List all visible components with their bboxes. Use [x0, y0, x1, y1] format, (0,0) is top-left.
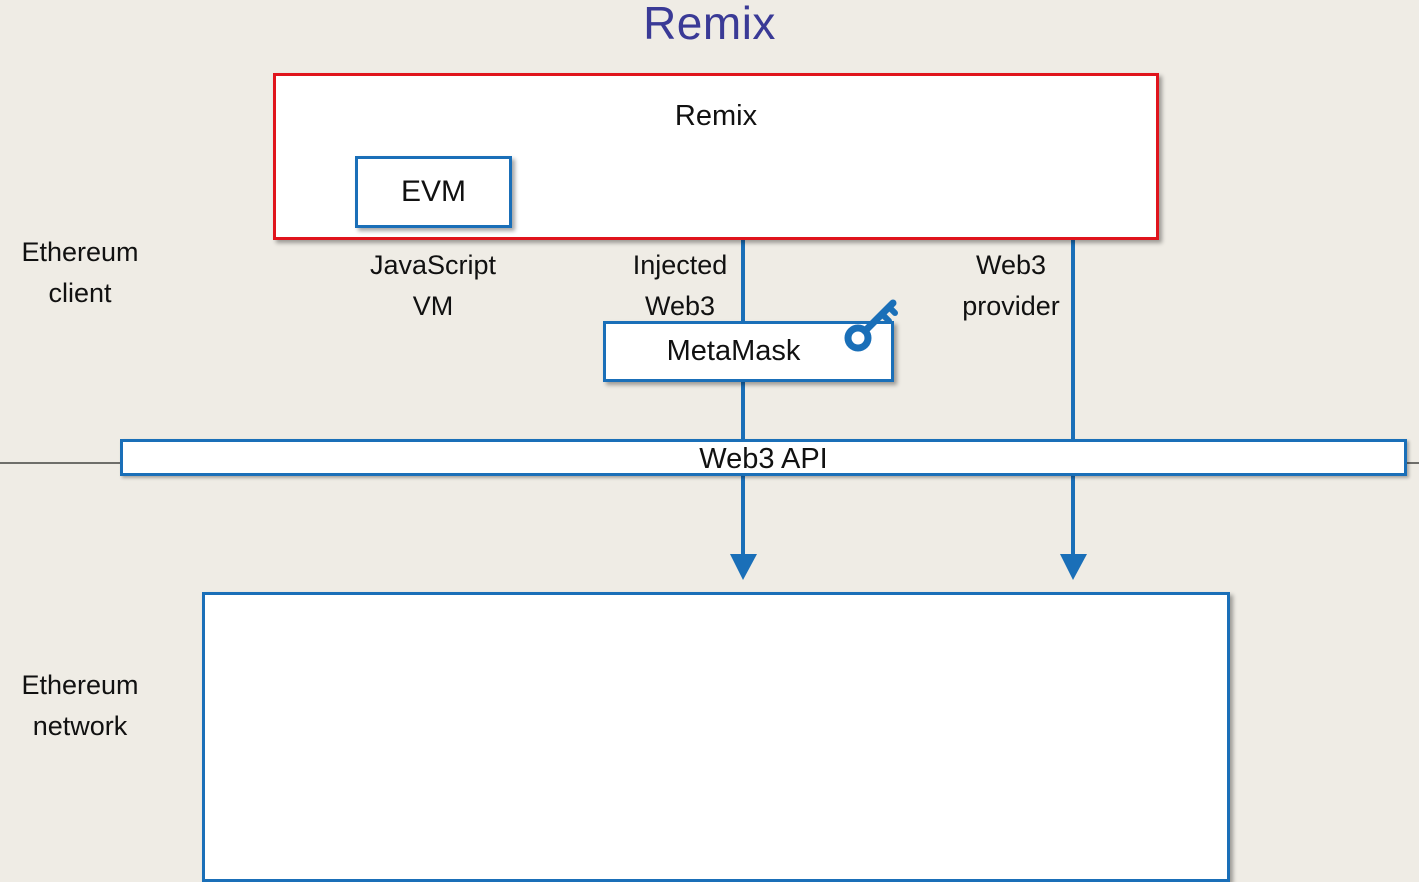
javascript-vm-label: JavaScript VM [369, 250, 497, 321]
ethereum-network-box [202, 592, 1230, 882]
evm-label: EVM [400, 175, 466, 208]
injected-web3-arrowhead [730, 554, 757, 580]
web3-provider-arrowhead [1060, 554, 1087, 580]
metamask-box: MetaMask [603, 321, 894, 382]
remix-box-label: Remix [674, 100, 758, 132]
web3-provider-label: Web3 provider [962, 250, 1060, 321]
metamask-label: MetaMask [666, 335, 801, 367]
ethereum-network-label: Ethereum network [21, 670, 139, 741]
slide-title: Remix [643, 0, 776, 49]
ethereum-client-label: Ethereum client [21, 237, 139, 308]
web3-api-label: Web3 API [699, 443, 828, 475]
evm-box: EVM [355, 156, 512, 228]
key-icon [844, 299, 898, 352]
web3-api-box [120, 439, 1407, 476]
injected-web3-label: Injected Web3 [632, 250, 728, 321]
